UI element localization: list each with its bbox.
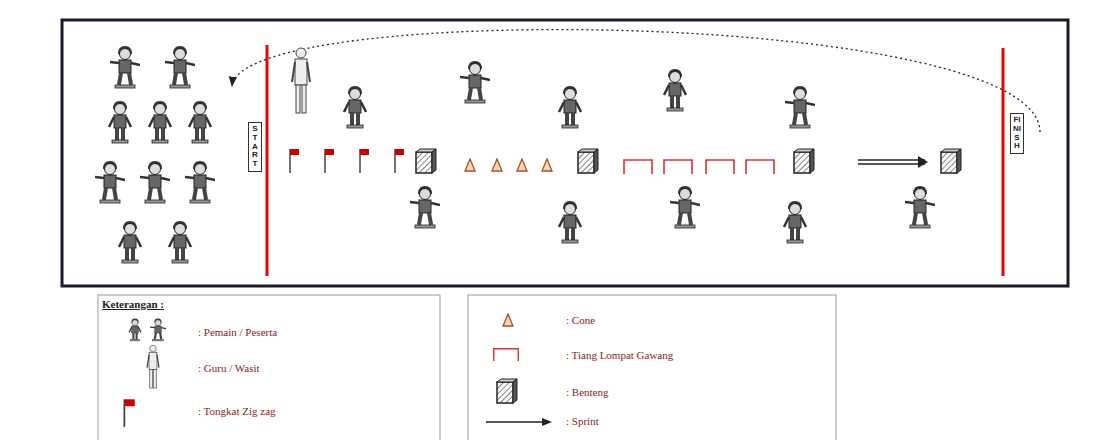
sign-text: FINISH [1013,116,1021,151]
legend-heading: Keterangan : [102,298,164,310]
legend-text: : Guru / Wasit [198,362,260,374]
legend-text: : Pemain / Peserta [198,326,277,338]
legend-text: : Cone [566,314,595,326]
legend-text: : Benteng [566,386,608,398]
legend-text: : Sprint [566,415,599,427]
lane-sign: START [248,122,262,172]
sign-text: START [251,125,259,169]
legend-text: : Tiang Lompat Gawang [566,349,673,361]
lane-sign: FINISH [1010,113,1024,154]
legend-text: : Tongkat Zig zag [198,405,276,417]
